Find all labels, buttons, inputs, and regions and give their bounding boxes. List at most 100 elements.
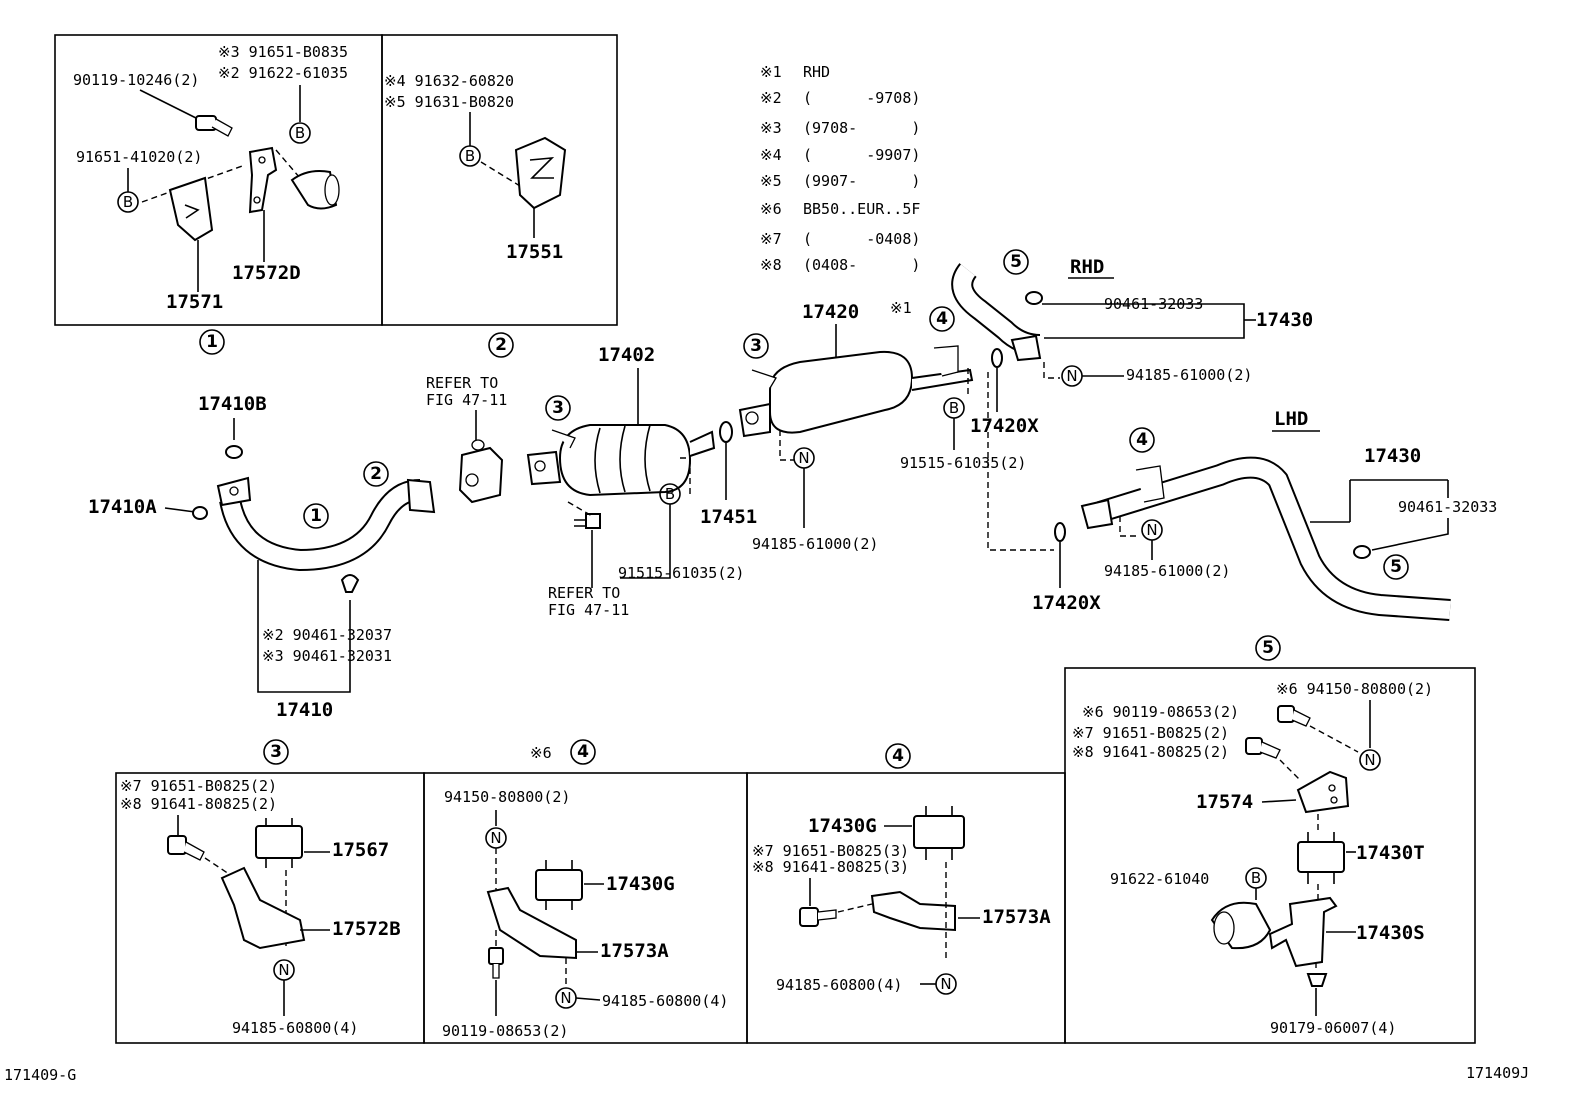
- circle-number-3: 3: [545, 395, 571, 421]
- circle-number-1: 1: [199, 329, 225, 355]
- gasket-17451-icon: [719, 421, 733, 443]
- gasket-17420x-icon: [991, 348, 1003, 368]
- rhd-label: RHD: [1070, 256, 1104, 278]
- muffler-icon: [738, 350, 974, 438]
- circle-number-5: 5: [1255, 635, 1281, 661]
- refer-note-1: REFER TO: [426, 374, 498, 392]
- pipe-17410-label: 17410: [276, 699, 333, 721]
- svg-text:N: N: [940, 975, 951, 993]
- svg-text:3: 3: [270, 742, 282, 762]
- legend-text-7: ( -0408): [803, 230, 920, 248]
- circle-number-5: 5: [1003, 249, 1029, 275]
- box5-hanger-label: 17430S: [1356, 922, 1425, 944]
- svg-text:4: 4: [1136, 430, 1148, 450]
- bracket-17572d-icon: [248, 146, 278, 214]
- circle-b-icon: B: [659, 483, 681, 505]
- pipe-note-3: ※3 90461-32031: [262, 647, 392, 665]
- box-1: 90119-10246(2) ※3 91651-B0835 ※2 91622-6…: [54, 34, 383, 326]
- legend-text-3: (9708- ): [803, 119, 920, 137]
- circle-number-4: 4: [929, 306, 955, 332]
- box3-bolt8-label: ※8 91641-80825(2): [120, 795, 277, 813]
- bolt-icon: [488, 947, 504, 979]
- converter-17402-label: 17402: [598, 344, 655, 366]
- svg-text:N: N: [798, 449, 809, 467]
- hanger-clamp-icon: [1210, 901, 1272, 950]
- svg-text:B: B: [665, 485, 675, 503]
- circle-number-3: 3: [263, 739, 289, 765]
- bolt-icon: [1245, 737, 1281, 759]
- gasket-17451-label: 17451: [700, 506, 757, 528]
- rhd-clamp-label: 90461-32033: [1104, 295, 1203, 313]
- dashed-guide: [1043, 362, 1060, 379]
- dashed-guide: [680, 457, 691, 494]
- circle-b-icon: B: [459, 145, 481, 167]
- svg-text:1: 1: [206, 332, 218, 352]
- tail-pipe-rhd-icon: [951, 263, 1042, 362]
- legend-text-6: BB50..EUR..5F: [803, 200, 920, 218]
- box5-bracket-label: 17574: [1196, 791, 1253, 813]
- circle-n-icon: N: [485, 827, 507, 849]
- box-5: ※6 94150-80800(2) ※6 90119-08653(2) ※7 9…: [1064, 667, 1476, 1044]
- tail-pipe-lhd: LHD 4 N 94185-61000(2) 17420X 17430 9046…: [987, 372, 1497, 621]
- svg-text:B: B: [123, 193, 133, 211]
- box5-clip-label: 90179-06007(4): [1270, 1019, 1396, 1037]
- dashed-guide: [1119, 516, 1140, 537]
- box5-hanger-bolt-label: 91622-61040: [1110, 870, 1209, 888]
- box3-bolt7-label: ※7 91651-B0825(2): [120, 777, 277, 795]
- clamp-icon: [1353, 545, 1371, 559]
- gasket-17410b-label: 17410B: [198, 393, 267, 415]
- leader-line: [575, 997, 601, 1001]
- lhd-tail-label: 17430: [1364, 445, 1421, 467]
- box4a-nut-top-label: 94150-80800(2): [444, 788, 570, 806]
- legend-mark-4: ※4: [760, 146, 782, 164]
- pipe-note-2: ※2 90461-32037: [262, 626, 392, 644]
- sensor-section: REFER TO FIG 47-11: [426, 374, 507, 504]
- circle-b-icon: B: [289, 122, 311, 144]
- lhd-clamp-label: 90461-32033: [1398, 498, 1497, 516]
- box4a-mount-label: 17430G: [606, 873, 675, 895]
- front-pipe-17410-icon: [216, 476, 436, 572]
- box5-mount-label: 17430T: [1356, 842, 1425, 864]
- bracket-17574-icon: [1296, 770, 1350, 814]
- gasket-17420x-label: 17420X: [970, 415, 1039, 437]
- bracket-line: [1042, 303, 1245, 339]
- circle-b-icon: B: [117, 191, 139, 213]
- legend-text-5: (9907- ): [803, 172, 920, 190]
- gasket-17420x-2-label: 17420X: [1032, 592, 1101, 614]
- box-5-frame: [1064, 667, 1476, 1044]
- box4a-bolt-label: 90119-08653(2): [442, 1022, 568, 1040]
- legend-mark-2: ※2: [760, 89, 782, 107]
- svg-text:2: 2: [495, 335, 507, 355]
- sensor-plug-icon: [574, 513, 601, 529]
- lhd-nut-label: 94185-61000(2): [1104, 562, 1230, 580]
- mount-17430g-icon: [913, 806, 965, 860]
- box5-bolt6-label: ※6 90119-08653(2): [1082, 703, 1239, 721]
- converter-section: 17402 3 REFER TO FIG 47-11 B 91515-61035…: [526, 344, 757, 619]
- legend-text-4: ( -9907): [803, 146, 920, 164]
- muffler-nut-label: 94185-61000(2): [752, 535, 878, 553]
- hanger-bracket-icon: [933, 345, 959, 377]
- box4b-nut-label: 94185-60800(4): [776, 976, 902, 994]
- mount-17567-icon: [255, 818, 303, 868]
- bracket-line: [1349, 479, 1449, 522]
- tail-pipe-lhd-icon: [1080, 456, 1451, 621]
- legend-mark-8: ※8: [760, 256, 782, 274]
- refer-note-2: REFER TO: [548, 584, 620, 602]
- box4a-bracket-label: 17573A: [600, 940, 669, 962]
- box5-bolt7-label: ※7 91651-B0825(2): [1072, 724, 1229, 742]
- legend-mark-3: ※3: [760, 119, 782, 137]
- circle-b-icon: B: [943, 397, 965, 419]
- leader-line: [164, 507, 196, 513]
- svg-text:1: 1: [310, 506, 322, 526]
- box3-bracket-label: 17572B: [332, 918, 401, 940]
- leader-line: [620, 504, 671, 579]
- muffler-17420-label: 17420: [802, 301, 859, 323]
- dashed-guide: [204, 857, 233, 877]
- legend-mark-7: ※7: [760, 230, 782, 248]
- circle-number-4: 4: [570, 739, 596, 765]
- legend-mark-6: ※6: [760, 200, 782, 218]
- svg-text:4: 4: [577, 742, 589, 762]
- box4b-bolt7-label: ※7 91651-B0825(3): [752, 842, 909, 860]
- legend-mark-5: ※5: [760, 172, 782, 190]
